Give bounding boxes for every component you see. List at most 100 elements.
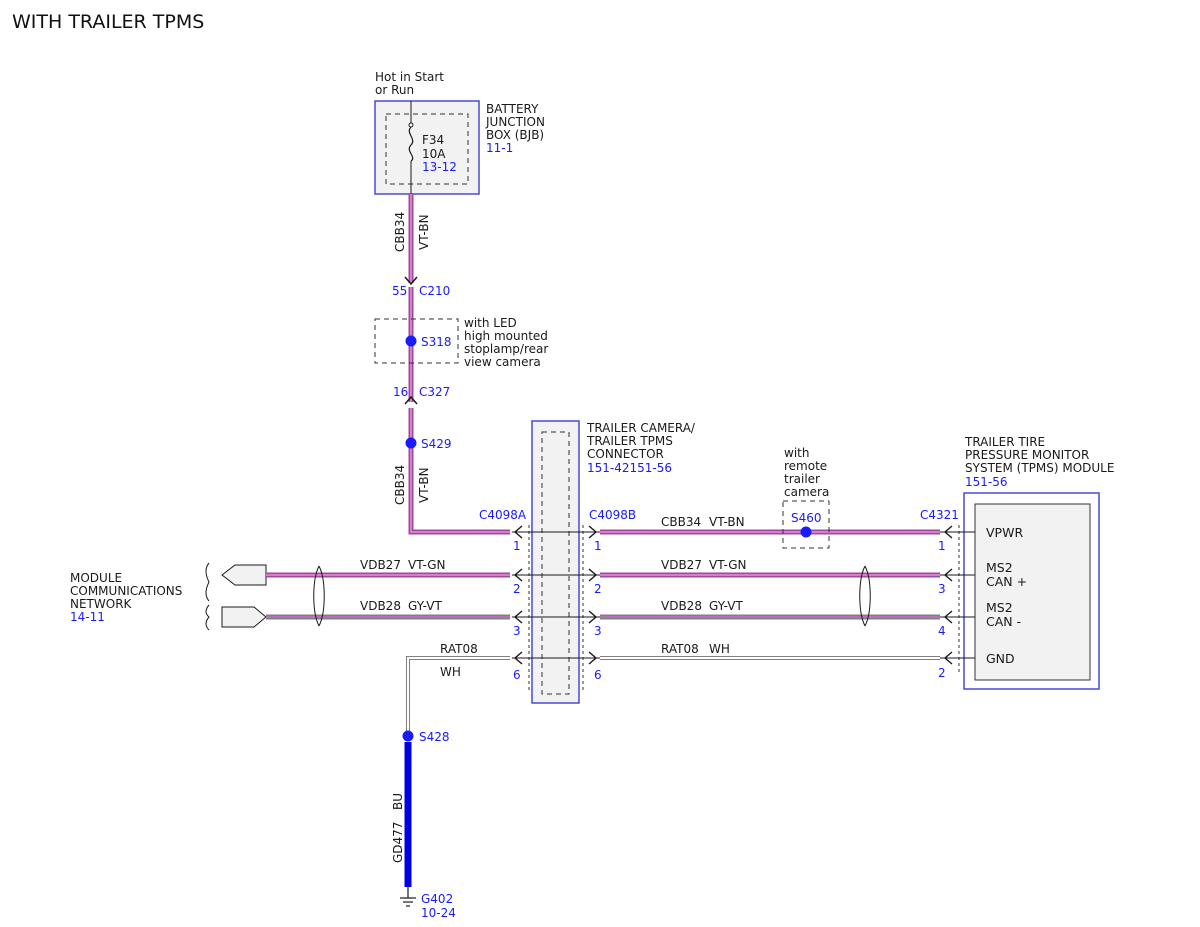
module-ref-link[interactable]: 151-56 (965, 475, 1008, 489)
s429-splice-icon (405, 437, 417, 449)
s460-note-line2: remote (784, 459, 827, 473)
wire-vdb27-left-circuit: VDB27 (360, 558, 401, 572)
bjb-ref-link[interactable]: 11-1 (486, 141, 513, 155)
s428-splice-icon (402, 730, 414, 742)
wire-rat08-left (406, 656, 510, 736)
connector-label-line1: TRAILER CAMERA/ (586, 421, 696, 435)
wire-rat08-right-circuit: RAT08 (661, 642, 699, 656)
wire-vdb27-right-color: VT-GN (709, 558, 746, 572)
s460-splice-icon (800, 526, 812, 538)
network-label-line1: MODULE (70, 571, 122, 585)
network-connector-icon (221, 564, 267, 586)
pin-can-plus-label-1: MS2 (986, 560, 1013, 575)
bjb-label-line3: BOX (BJB) (486, 128, 544, 142)
c4098b-pin: 6 (594, 668, 602, 682)
battery-junction-box (374, 100, 480, 195)
c4098a-pin-arrow-icon (513, 568, 523, 582)
c4098a-connector-link[interactable]: C4098A (479, 508, 527, 522)
wire-rat08-left-color: WH (440, 665, 461, 679)
page-title: WITH TRAILER TPMS (12, 11, 204, 33)
c4321-pin-arrow-icon (943, 568, 953, 582)
c327-pin: 16 (393, 385, 408, 399)
c210-connector-icon (404, 276, 418, 286)
fuse-id: F34 (422, 133, 444, 147)
wire-cbb34-lower (408, 408, 510, 535)
s428-splice-link[interactable]: S428 (419, 730, 450, 744)
g402-ground-link[interactable]: G402 (421, 892, 453, 906)
c4098b-pin-arrow-icon (588, 568, 598, 582)
fuse-ref-link[interactable]: 13-12 (422, 160, 457, 174)
network-label-line3: NETWORK (70, 597, 133, 611)
pin-can-plus-label-2: CAN + (986, 574, 1027, 589)
wire-cbb34-lower-circuit: CBB34 (393, 465, 407, 505)
wire-vdb27-left-color: VT-GN (408, 558, 445, 572)
c4098b-pin-arrow-icon (588, 610, 598, 624)
c4321-pin-arrow-icon (943, 651, 953, 665)
connector-label-line3: CONNECTOR (587, 447, 664, 461)
c4321-connector-link[interactable]: C4321 (920, 508, 959, 522)
g402-ref-link[interactable]: 10-24 (421, 906, 456, 920)
module-label-line2: PRESSURE MONITOR (965, 448, 1089, 462)
c4321-pin: 3 (938, 582, 946, 596)
s318-note-line3: stoplamp/rear (464, 342, 548, 356)
network-brace-top (205, 562, 210, 602)
c4098a-pin: 2 (513, 582, 521, 596)
c4098b-pin-arrow-icon (588, 651, 598, 665)
c4098a-pin: 1 (513, 539, 521, 553)
wire-rat08-left-circuit: RAT08 (440, 642, 478, 656)
bjb-fuse-area (385, 113, 469, 185)
c4098a-pin: 6 (513, 668, 521, 682)
twisted-pair-icon (313, 565, 325, 627)
c210-pin: 55 (392, 284, 407, 298)
c4321-pin: 4 (938, 624, 946, 638)
wire-vdb28-left-color: GY-VT (408, 599, 442, 613)
c4321-pin-arrow-icon (943, 610, 953, 624)
fuse-icon (408, 126, 414, 162)
wire-vdb27-right-circuit: VDB27 (661, 558, 702, 572)
c210-connector-link[interactable]: C210 (419, 284, 450, 298)
network-connector-icon (221, 606, 267, 628)
c4098a-pin-arrow-icon (513, 651, 523, 665)
pin-can-minus-label-2: CAN - (986, 614, 1021, 629)
wire-vdb28-right-color: GY-VT (709, 599, 743, 613)
s318-note-line2: high mounted (464, 329, 548, 343)
wire-cbb34-circuit: CBB34 (393, 212, 407, 252)
trailer-connector-inner (541, 431, 570, 695)
c4321-pin: 2 (938, 666, 946, 680)
c4098b-pin: 3 (594, 624, 602, 638)
c4098b-connector-link[interactable]: C4098B (589, 508, 636, 522)
c4098b-pin-arrow-icon (588, 525, 598, 539)
c4321-pin: 1 (938, 539, 946, 553)
s460-splice-link[interactable]: S460 (791, 511, 822, 525)
pin-can-minus-label-1: MS2 (986, 600, 1013, 615)
wire-gd477-circuit: GD477 (391, 822, 405, 863)
s429-splice-link[interactable]: S429 (421, 437, 452, 451)
s318-note-line1: with LED (464, 316, 517, 330)
network-ref-link[interactable]: 14-11 (70, 610, 105, 624)
connector-label-line2: TRAILER TPMS (586, 434, 673, 448)
c4098a-pin: 3 (513, 624, 521, 638)
s460-note-line4: camera (784, 485, 829, 499)
connector-ref-link[interactable]: 151-42151-56 (587, 461, 672, 475)
c4321-pin-arrow-icon (943, 525, 953, 539)
c4098b-pin: 2 (594, 582, 602, 596)
pin-gnd-label: GND (986, 651, 1015, 666)
wire-vdb28-right-circuit: VDB28 (661, 599, 702, 613)
twisted-pair-icon (859, 565, 871, 627)
network-brace-bottom (205, 604, 210, 631)
c327-connector-link[interactable]: C327 (419, 385, 450, 399)
s318-note-line4: view camera (464, 355, 541, 369)
ground-icon (400, 887, 416, 907)
s318-splice-link[interactable]: S318 (421, 335, 452, 349)
s460-option-box (782, 500, 830, 549)
s460-note-line1: with (784, 446, 809, 460)
module-label-line3: SYSTEM (TPMS) MODULE (965, 461, 1114, 475)
wire-gd477-color: BU (391, 793, 405, 810)
wire-cbb34-lower-color: VT-BN (417, 467, 431, 503)
bjb-label-line2: JUNCTION (485, 115, 545, 129)
s318-splice-icon (405, 335, 417, 347)
wire-cbb34-right-circuit: CBB34 (661, 515, 701, 529)
trailer-connector-body (531, 420, 580, 704)
power-note-line1: Hot in Start (375, 70, 444, 84)
